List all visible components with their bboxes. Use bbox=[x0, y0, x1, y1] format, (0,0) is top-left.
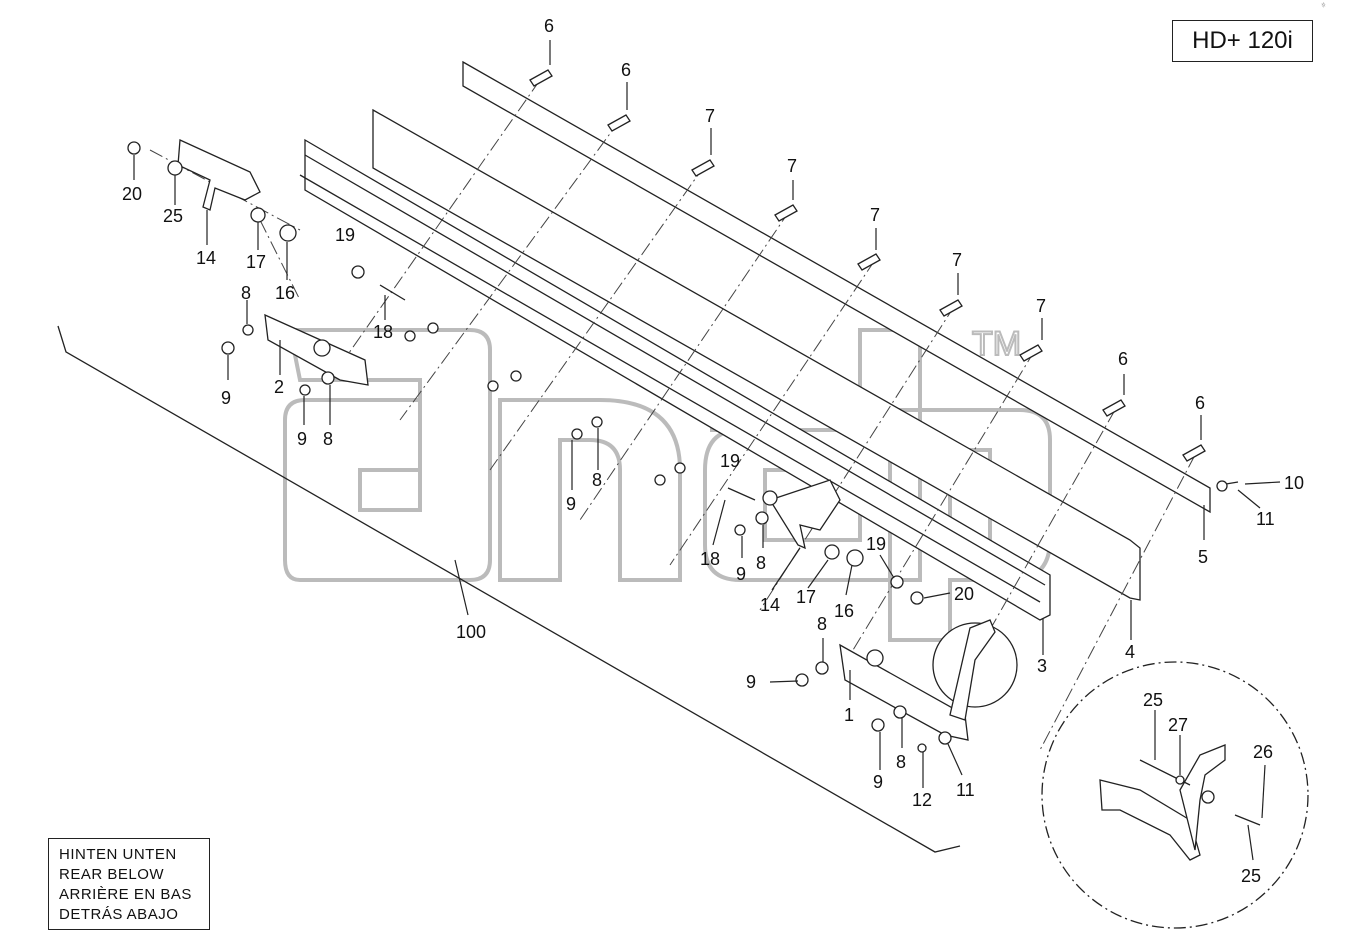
part-label: 8 bbox=[592, 470, 602, 490]
part-label: 8 bbox=[817, 614, 827, 634]
part-label: 9 bbox=[736, 564, 746, 584]
part-label: 5 bbox=[1198, 547, 1208, 567]
part-label: 8 bbox=[756, 553, 766, 573]
part-label: 11 bbox=[956, 780, 975, 800]
part-label: 18 bbox=[373, 322, 393, 342]
part-label: 20 bbox=[954, 584, 974, 604]
part-label: 19 bbox=[720, 451, 740, 471]
part-label: 19 bbox=[335, 225, 355, 245]
part-label: 9 bbox=[873, 772, 883, 792]
rails bbox=[299, 60, 1211, 621]
leader-lines bbox=[133, 40, 1281, 861]
part-label: 7 bbox=[952, 250, 962, 270]
part-label: 7 bbox=[705, 106, 715, 126]
orientation-line-es: DETRÁS ABAJO bbox=[59, 906, 179, 923]
part-label: 9 bbox=[221, 388, 231, 408]
detail-inset bbox=[1041, 661, 1309, 929]
part-label: 27 bbox=[1168, 715, 1188, 735]
part-label: 100 bbox=[456, 622, 486, 642]
part-number-labels: 6 6 7 7 7 7 7 6 6 10 11 5 4 3 20 25 14 1… bbox=[122, 16, 1304, 886]
part-label: 17 bbox=[246, 252, 266, 272]
part-label: 7 bbox=[1036, 296, 1046, 316]
part-label: 9 bbox=[297, 429, 307, 449]
part-label: 8 bbox=[241, 283, 251, 303]
part-label: 2 bbox=[274, 377, 284, 397]
part-label: 8 bbox=[896, 752, 906, 772]
part-label: 11 bbox=[1256, 509, 1275, 529]
part-label: 12 bbox=[912, 790, 932, 810]
part-label: 6 bbox=[621, 60, 631, 80]
part-label: 20 bbox=[122, 184, 142, 204]
part-label: 16 bbox=[834, 601, 854, 621]
part-label: 25 bbox=[163, 206, 183, 226]
orientation-line-fr: ARRIÈRE EN BAS bbox=[59, 886, 192, 903]
orientation-legend: HINTEN UNTEN REAR BELOW ARRIÈRE EN BAS D… bbox=[48, 838, 210, 930]
hardware bbox=[127, 139, 1239, 753]
orientation-line-de: HINTEN UNTEN bbox=[59, 846, 177, 863]
part-label: 3 bbox=[1037, 656, 1047, 676]
part-label: 10 bbox=[1284, 473, 1304, 493]
part-label: 14 bbox=[196, 248, 216, 268]
part-label: 17 bbox=[796, 587, 816, 607]
part-label: 7 bbox=[870, 205, 880, 225]
orientation-line-en: REAR BELOW bbox=[59, 866, 165, 883]
part-label: 6 bbox=[1118, 349, 1128, 369]
part-label: 25 bbox=[1143, 690, 1163, 710]
frame-outline bbox=[57, 325, 961, 853]
part-label: 16 bbox=[275, 283, 295, 303]
part-label: 9 bbox=[746, 672, 756, 692]
model-label: HD+ 120i bbox=[1172, 20, 1313, 62]
bolts bbox=[529, 69, 1206, 462]
part-label: 14 bbox=[760, 595, 780, 615]
part-label: 8 bbox=[323, 429, 333, 449]
part-label: 9 bbox=[566, 494, 576, 514]
part-label: 7 bbox=[787, 156, 797, 176]
part-label: 6 bbox=[1195, 393, 1205, 413]
part-label: 19 bbox=[866, 534, 886, 554]
part-label: 6 bbox=[544, 16, 554, 36]
part-label: 1 bbox=[844, 705, 854, 725]
part-label: 18 bbox=[700, 549, 720, 569]
part-label: 26 bbox=[1253, 742, 1273, 762]
part-label: 25 bbox=[1241, 866, 1261, 886]
part-label: 4 bbox=[1125, 642, 1135, 662]
